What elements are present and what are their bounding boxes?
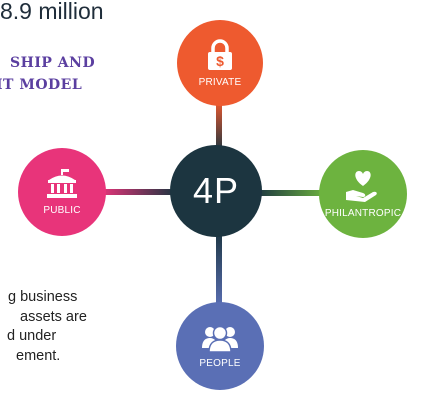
node-people-label: PEOPLE — [199, 357, 241, 369]
connector-left — [100, 189, 176, 195]
connector-bottom — [216, 230, 222, 308]
subtitle-line-2: IT MODEL — [0, 77, 83, 93]
description-line: assets are — [20, 308, 87, 325]
subtitle-line-1: SHIP AND — [10, 55, 96, 71]
node-private: $ PRIVATE — [177, 20, 263, 106]
description-line: ement. — [16, 347, 61, 364]
funding-amount: 8.9 million — [0, 0, 104, 24]
connector-right — [256, 190, 326, 196]
description-line: g business — [8, 289, 78, 305]
center-node: 4P — [170, 145, 262, 237]
node-people: PEOPLE — [176, 302, 264, 390]
description-line: d under — [7, 328, 57, 344]
government-building-icon — [47, 168, 77, 198]
model-subtitle: SHIP AND IT MODEL — [0, 52, 96, 96]
connector-top — [216, 100, 222, 152]
people-group-icon — [202, 325, 238, 352]
description-text: g business assets are d under ement. — [0, 288, 87, 366]
node-private-label: PRIVATE — [198, 76, 242, 88]
node-philanthropic: PHILANTROPIC — [319, 150, 407, 238]
node-public-label: PUBLIC — [43, 204, 81, 216]
node-philanthropic-label: PHILANTROPIC — [324, 207, 402, 219]
svg-text:$: $ — [216, 53, 224, 69]
heart-in-hand-icon — [346, 170, 377, 202]
center-label: 4P — [192, 170, 240, 211]
node-public: PUBLIC — [18, 148, 106, 236]
lock-dollar-icon: $ — [208, 38, 232, 70]
